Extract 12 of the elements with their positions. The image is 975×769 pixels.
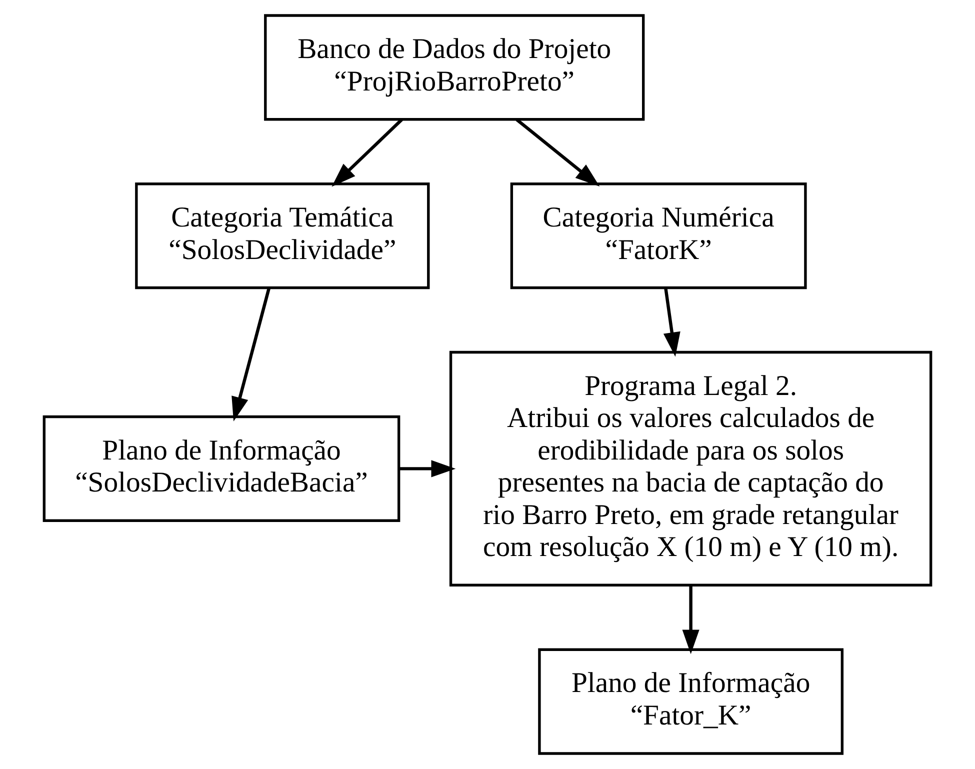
arrow (232, 288, 271, 422)
node-box: Categoria Temática “SolosDeclividade” (135, 182, 430, 290)
arrow (663, 288, 680, 357)
node-box: Categoria Numérica “FatorK” (510, 182, 807, 290)
node-box: Plano de Informação “SolosDeclividadeBacia” (42, 415, 400, 522)
node-box: Programa Legal 2. Atribui os valores calculados de erodibilidade para os solos presentes na bacia de captação do rio Barro Preto, em grade retangular com resolução X (10 m) e Y (10 m). (449, 350, 932, 586)
node-box: Banco de Dados do Projeto “ProjRioBarroPreto” (264, 14, 645, 121)
node-box: Plano de Informação “Fator_K” (538, 648, 844, 755)
arrow (682, 586, 700, 654)
arrow (516, 118, 600, 186)
arrow (332, 118, 403, 187)
arrow (398, 460, 456, 478)
